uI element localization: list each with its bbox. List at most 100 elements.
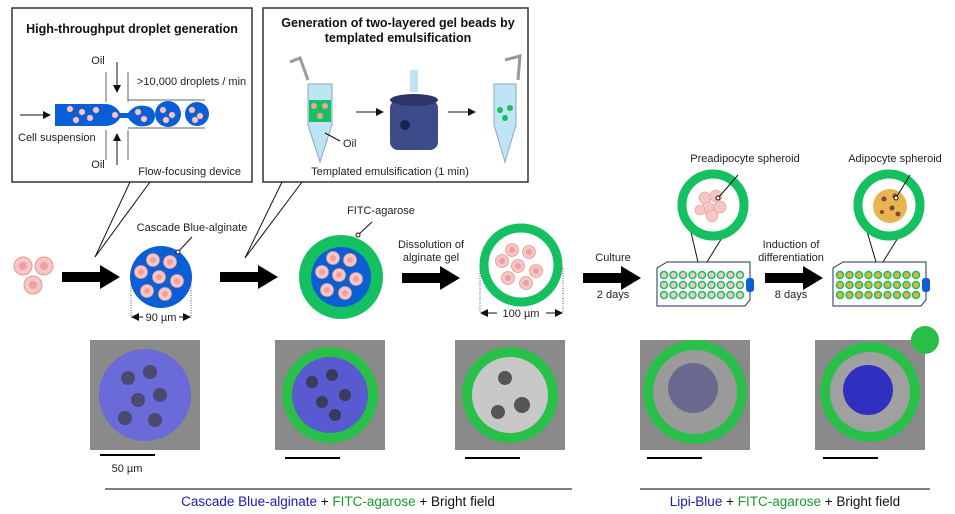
droplet-rate: >10,000 droplets / min xyxy=(137,76,246,88)
bead-in-cartridge xyxy=(688,280,697,290)
bead-in-cartridge xyxy=(678,290,688,300)
bead-in-cartridge xyxy=(864,290,873,300)
bead-in-cartridge xyxy=(911,270,921,280)
bead-in-cartridge xyxy=(835,270,845,280)
bead-in-cartridge xyxy=(707,270,716,280)
adipocyte-label: Adipocyte spheroid xyxy=(848,153,942,165)
bead-in-cartridge xyxy=(707,290,716,300)
legend-right: Lipi-Blue + FITC-agarose + Bright field xyxy=(670,494,900,509)
process-arrow xyxy=(583,266,641,290)
bead-in-cartridge xyxy=(911,290,921,300)
bead-in-cartridge xyxy=(726,280,735,290)
bead-size-label: 90 µm xyxy=(146,312,177,324)
emulsification-caption: Templated emulsification (1 min) xyxy=(311,166,469,178)
bead-in-cartridge xyxy=(735,280,745,290)
emulsification-panel: Generation of two-layered gel beads by t… xyxy=(244,7,529,259)
bead-in-cartridge xyxy=(873,290,883,300)
legend-plus: + xyxy=(416,494,431,509)
bead-in-cartridge xyxy=(864,280,873,290)
bead-in-cartridge xyxy=(873,270,883,280)
panel-title: High-throughput droplet generation xyxy=(26,22,238,36)
legend-brightfield: Bright field xyxy=(431,494,495,509)
hollow-bead xyxy=(479,223,564,317)
micrograph-hollow xyxy=(455,340,565,450)
bead-in-cartridge xyxy=(726,290,735,300)
bead-in-cartridge xyxy=(659,270,669,280)
droplet-generation-panel: High-throughput droplet generation Oil O… xyxy=(11,7,253,258)
cell-suspension-label: Cell suspension xyxy=(18,132,96,144)
bead-in-cartridge xyxy=(845,290,854,300)
legend-brightfield: Bright field xyxy=(836,494,900,509)
bead-in-cartridge xyxy=(669,280,678,290)
bead-in-cartridge xyxy=(688,270,697,280)
micrograph-two-layer xyxy=(275,340,385,450)
bead-in-cartridge xyxy=(873,280,883,290)
bead-in-cartridge xyxy=(735,270,745,280)
bead-in-cartridge xyxy=(902,290,911,300)
legend-plus: + xyxy=(722,494,737,509)
preadipocyte-label: Preadipocyte spheroid xyxy=(690,153,799,165)
bead-in-cartridge xyxy=(835,290,845,300)
legend-agarose: FITC-agarose xyxy=(738,494,821,509)
oil-label: Oil xyxy=(343,138,356,150)
bead-in-cartridge xyxy=(716,280,726,290)
bead-in-cartridge xyxy=(892,270,902,280)
tube-icon xyxy=(493,54,522,164)
bead-in-cartridge xyxy=(688,290,697,300)
legend-lipiblue: Lipi-Blue xyxy=(670,494,723,509)
bead-in-cartridge xyxy=(697,270,707,280)
dissolution-label: Dissolution of xyxy=(398,239,465,251)
alginate-label: Cascade Blue-alginate xyxy=(137,222,248,234)
bead-in-cartridge xyxy=(902,270,911,280)
induction-label-2: differentiation xyxy=(758,252,824,264)
device-label: Flow-focusing device xyxy=(138,166,241,178)
micrograph-adipocyte xyxy=(815,326,939,450)
bead-size-label: 100 µm xyxy=(503,308,540,320)
process-arrow xyxy=(62,265,120,289)
bead-in-cartridge xyxy=(892,290,902,300)
bead-in-cartridge xyxy=(678,280,688,290)
callout-line xyxy=(94,181,151,258)
bead-in-cartridge xyxy=(854,280,864,290)
panel-title-line1: Generation of two-layered gel beads by xyxy=(281,16,514,30)
two-layer-bead xyxy=(299,221,383,319)
bead-in-cartridge xyxy=(911,280,921,290)
bead-in-cartridge xyxy=(678,270,688,280)
bead-in-cartridge xyxy=(835,280,845,290)
process-arrow xyxy=(402,266,460,290)
bead-in-cartridge xyxy=(669,290,678,300)
process-arrow xyxy=(220,265,278,289)
bead-in-cartridge xyxy=(883,290,892,300)
alginate-bead xyxy=(130,236,193,321)
oil-top-label: Oil xyxy=(91,55,104,67)
micrograph-alginate xyxy=(90,340,200,450)
induction-label: Induction of xyxy=(763,239,821,251)
micrographs xyxy=(90,326,939,450)
bead-in-cartridge xyxy=(883,270,892,280)
bead-in-cartridge xyxy=(726,270,735,280)
vortex-mixer-icon xyxy=(390,70,438,150)
scale-bar-label: 50 µm xyxy=(112,463,143,475)
bead-in-cartridge xyxy=(716,290,726,300)
legend-plus: + xyxy=(821,494,836,509)
callout-line xyxy=(244,181,303,259)
legend-left: Cascade Blue-alginate + FITC-agarose + B… xyxy=(181,494,495,509)
legend-alginate: Cascade Blue-alginate xyxy=(181,494,317,509)
bead-in-cartridge xyxy=(735,290,745,300)
induction-days-label: 8 days xyxy=(775,289,808,301)
bead-in-cartridge xyxy=(902,280,911,290)
bead-in-cartridge xyxy=(845,280,854,290)
bead-in-cartridge xyxy=(716,270,726,280)
panel-title-line2: templated emulsification xyxy=(325,31,472,45)
bead-in-cartridge xyxy=(707,280,716,290)
cells-icon xyxy=(13,256,54,295)
adipocyte-cartridge xyxy=(832,169,930,307)
legend-agarose: FITC-agarose xyxy=(332,494,415,509)
bead-in-cartridge xyxy=(892,280,902,290)
bead-in-cartridge xyxy=(659,280,669,290)
bead-in-cartridge xyxy=(697,280,707,290)
bead-in-cartridge xyxy=(883,280,892,290)
bead-in-cartridge xyxy=(864,270,873,280)
bead-in-cartridge xyxy=(845,270,854,280)
flow-focusing-channel xyxy=(20,62,209,165)
